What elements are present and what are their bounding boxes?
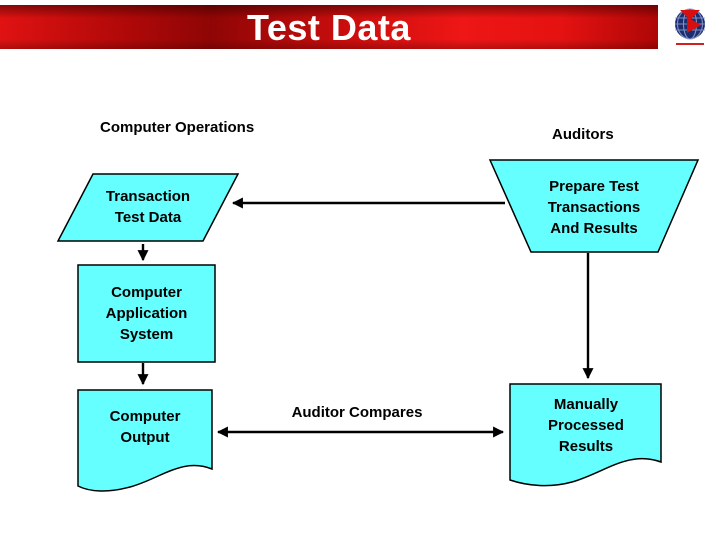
label-computer-output: Computer Output [109,408,181,446]
node-manually-processed-results [509,383,662,487]
node-computer-output [77,389,213,492]
column-header-computer-operations: Computer Operations [100,119,255,136]
node-transaction-test-data [56,173,240,242]
label-transaction-test-data: Transaction Test Data [105,188,191,226]
slide-title: Test Data [247,7,411,48]
label-prepare-test-transactions: Prepare Test Transactions And Results [547,178,641,237]
label-auditor-compares: Auditor Compares [291,404,423,421]
label-computer-application-system: Computer Application System [105,284,188,343]
title-bar: Test Data [0,5,658,49]
globe-logo-icon [675,8,705,45]
node-computer-application-system [77,264,216,363]
node-prepare-test-transactions [488,159,700,253]
label-manually-processed-results: Manually Processed Results [548,396,624,455]
column-header-auditors: Auditors [552,126,614,143]
